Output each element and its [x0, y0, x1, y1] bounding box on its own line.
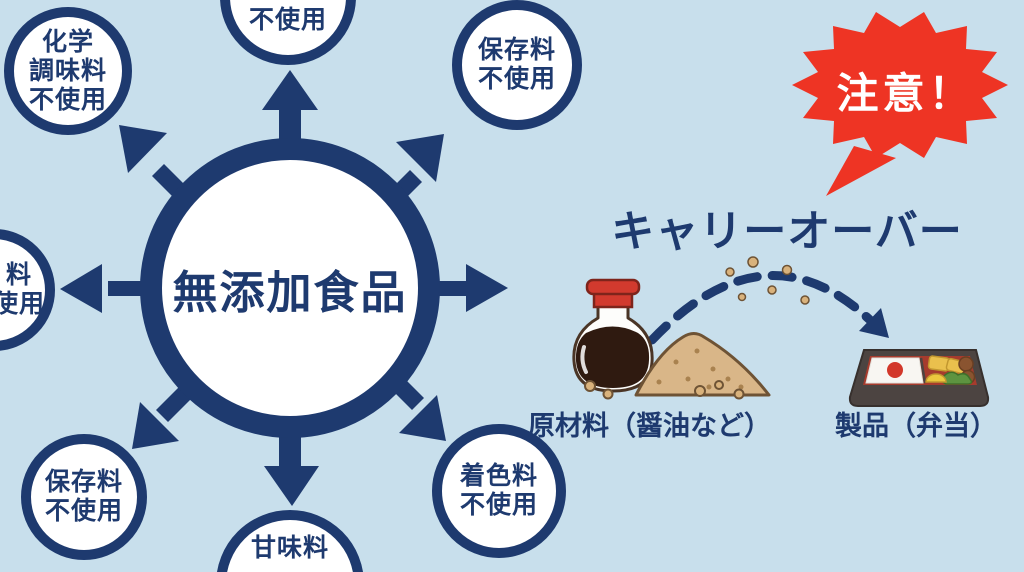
node-label-line: 使用	[0, 290, 45, 318]
node-colorant: 着色料 不使用	[432, 424, 566, 558]
node-chemical-seasoning: 化学 調味料 不使用	[4, 7, 132, 135]
node-label-line: 不使用	[248, 6, 327, 34]
node-label-line: 保存料	[477, 36, 556, 64]
carryover-title: キャリーオーバー	[611, 208, 963, 256]
carryover-arrow-icon	[647, 271, 889, 345]
seasoning-mound-icon	[584, 332, 771, 400]
bento-box-icon	[848, 349, 990, 407]
node-label-line: 料	[5, 261, 32, 289]
node-preservative-top: 保存料 不使用	[452, 0, 582, 130]
node-label-line: 不使用	[28, 85, 107, 114]
node-label-line: 不使用	[459, 491, 538, 519]
hub-label: 無添加食品	[172, 266, 408, 318]
node-label-line: 甘味料	[250, 534, 329, 562]
caution-label: 注意！	[836, 70, 975, 117]
source-ingredients-label: 原材料（醤油など）	[528, 411, 771, 441]
node-preservative-bottom: 保存料 不使用	[21, 434, 147, 560]
node-label-line: 保存料	[44, 468, 123, 496]
node-label-line: 化学	[41, 27, 94, 56]
caution-starburst-icon	[792, 12, 1008, 196]
node-label-line: 調味料	[28, 56, 107, 85]
product-bento-label: 製品（弁当）	[835, 411, 997, 441]
hub-additive-free-food: 無添加食品	[140, 138, 440, 438]
node-label-line: 不使用	[44, 497, 123, 525]
node-label-line: 不使用	[477, 65, 556, 93]
soy-sauce-bottle-icon	[572, 278, 654, 393]
sprinkle-specks	[725, 256, 810, 305]
node-label-line: 着色料	[459, 462, 538, 490]
